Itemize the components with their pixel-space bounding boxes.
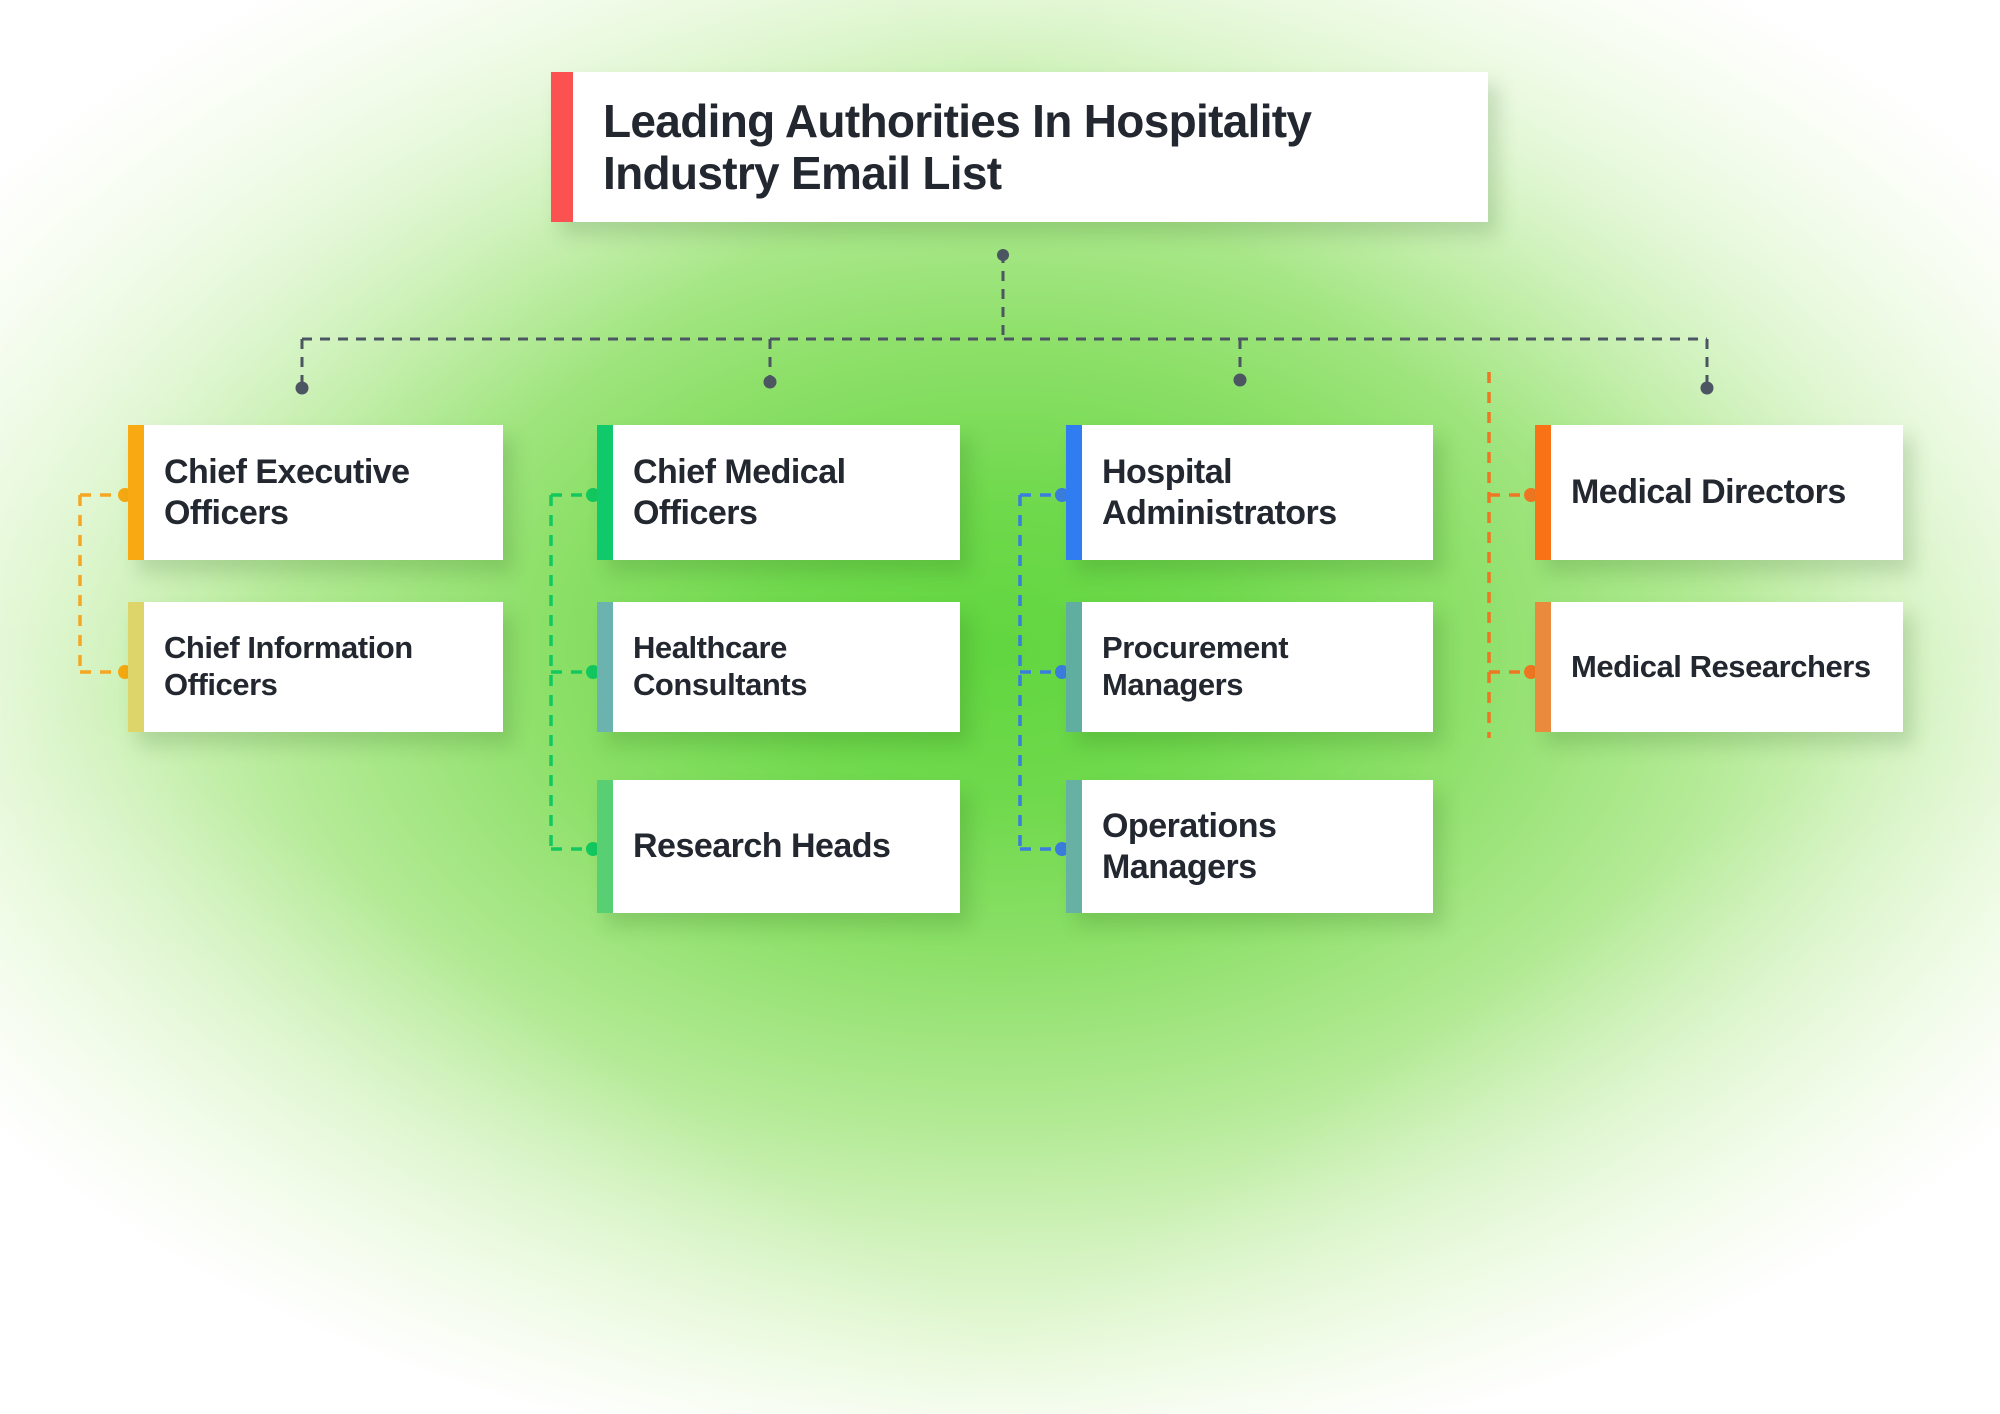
- node-body: Healthcare Consultants: [613, 602, 960, 732]
- accent-bar: [1535, 602, 1551, 732]
- node-label: Chief Executive Officers: [164, 453, 410, 532]
- node-label: Hospital Administrators: [1102, 453, 1337, 532]
- node-label: Chief Information Officers: [164, 630, 413, 702]
- accent-bar: [128, 425, 144, 560]
- node-label: Research Heads: [633, 827, 891, 866]
- branch-2-connector: [549, 488, 600, 856]
- accent-bar: [1066, 780, 1082, 913]
- node-hospital-administrators[interactable]: Hospital Administrators: [1066, 425, 1433, 560]
- accent-bar: [1535, 425, 1551, 560]
- node-body: Chief Executive Officers: [144, 425, 503, 560]
- node-label: Chief Medical Officers: [633, 453, 846, 532]
- node-body: Research Heads: [613, 780, 960, 913]
- node-label: Healthcare Consultants: [633, 630, 807, 702]
- accent-bar: [1066, 425, 1082, 560]
- node-body: Procurement Managers: [1082, 602, 1433, 732]
- node-medical-researchers[interactable]: Medical Researchers: [1535, 602, 1903, 732]
- node-chief-medical-officers[interactable]: Chief Medical Officers: [597, 425, 960, 560]
- accent-bar: [128, 602, 144, 732]
- node-label: Procurement Managers: [1102, 630, 1289, 702]
- node-body: Chief Medical Officers: [613, 425, 960, 560]
- node-operations-managers[interactable]: Operations Managers: [1066, 780, 1433, 913]
- accent-bar: [597, 425, 613, 560]
- node-research-heads[interactable]: Research Heads: [597, 780, 960, 913]
- branch-3-connector: [1018, 488, 1069, 856]
- node-medical-directors[interactable]: Medical Directors: [1535, 425, 1903, 560]
- accent-bar: [597, 780, 613, 913]
- root-body: Leading Authorities In Hospitality Indus…: [573, 72, 1488, 222]
- trunk-connector: [295, 249, 1714, 395]
- node-label: Operations Managers: [1102, 807, 1277, 886]
- node-body: Hospital Administrators: [1082, 425, 1433, 560]
- root-label: Leading Authorities In Hospitality Indus…: [603, 94, 1312, 199]
- branch-1-connector: [78, 488, 132, 679]
- branch-4-connector: [1487, 372, 1538, 738]
- node-body: Chief Information Officers: [144, 602, 503, 732]
- node-chief-executive-officers[interactable]: Chief Executive Officers: [128, 425, 503, 560]
- node-body: Medical Researchers: [1551, 602, 1903, 732]
- node-body: Medical Directors: [1551, 425, 1903, 560]
- accent-bar: [597, 602, 613, 732]
- node-chief-information-officers[interactable]: Chief Information Officers: [128, 602, 503, 732]
- node-label: Medical Directors: [1571, 473, 1846, 512]
- root-accent-bar: [551, 72, 573, 222]
- node-healthcare-consultants[interactable]: Healthcare Consultants: [597, 602, 960, 732]
- root-node[interactable]: Leading Authorities In Hospitality Indus…: [551, 72, 1488, 222]
- node-procurement-managers[interactable]: Procurement Managers: [1066, 602, 1433, 732]
- node-body: Operations Managers: [1082, 780, 1433, 913]
- node-label: Medical Researchers: [1571, 648, 1871, 684]
- accent-bar: [1066, 602, 1082, 732]
